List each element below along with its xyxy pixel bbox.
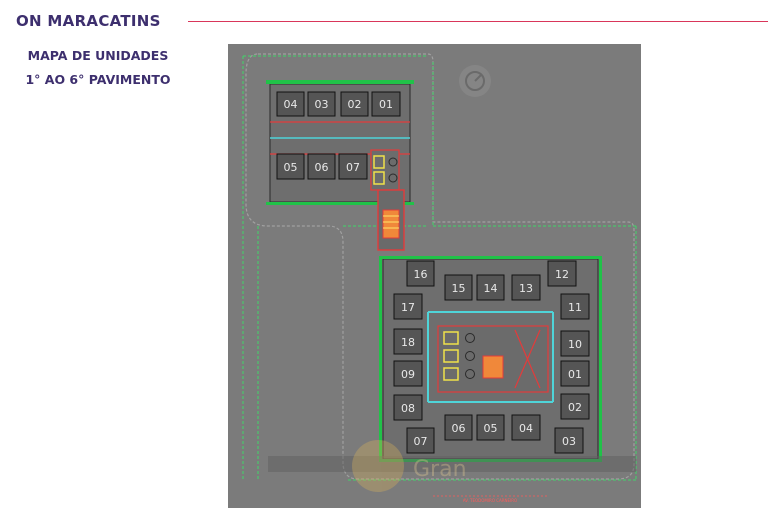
unit-label: 17 bbox=[401, 301, 415, 314]
subtitle-line-1: MAPA DE UNIDADES bbox=[27, 48, 169, 63]
floor-map-heading: MAPA DE UNIDADES 1° AO 6° PAVIMENTO bbox=[0, 44, 196, 92]
unit-label: 07 bbox=[414, 435, 428, 448]
unit-label: 12 bbox=[555, 268, 569, 281]
unit-label: 01 bbox=[379, 98, 393, 111]
parking-strip bbox=[268, 456, 636, 472]
unit-label: 14 bbox=[484, 282, 498, 295]
floor-plan-drawing: 04 03 02 01 05 06 07 16 15 14 13 12 17 1… bbox=[228, 44, 641, 508]
unit-label: 18 bbox=[401, 336, 415, 349]
connector-stair bbox=[377, 189, 405, 251]
floor-plan: 04 03 02 01 05 06 07 16 15 14 13 12 17 1… bbox=[228, 44, 641, 508]
unit-label: 04 bbox=[284, 98, 298, 111]
unit-label: 03 bbox=[562, 435, 576, 448]
road-label: AV. TEODOMIRO CARNEIRO bbox=[463, 498, 517, 503]
subtitle-line-2: 1° AO 6° PAVIMENTO bbox=[25, 72, 171, 87]
unit-label: 03 bbox=[315, 98, 329, 111]
south-units: 16 15 14 13 12 17 11 18 10 09 01 08 02 0… bbox=[393, 260, 590, 454]
unit-label: 04 bbox=[519, 422, 533, 435]
unit-label: 11 bbox=[568, 301, 582, 314]
unit-label: 06 bbox=[315, 161, 329, 174]
unit-label: 13 bbox=[519, 282, 533, 295]
site-outline bbox=[245, 53, 635, 480]
unit-label: 05 bbox=[284, 161, 298, 174]
page-title: ON MARACATINS bbox=[16, 12, 161, 30]
unit-label: 02 bbox=[348, 98, 362, 111]
unit-label: 05 bbox=[484, 422, 498, 435]
unit-label: 08 bbox=[401, 402, 415, 415]
north-units: 04 03 02 01 05 06 07 bbox=[276, 91, 401, 180]
compass-icon bbox=[459, 65, 491, 97]
developer-watermark: Gran bbox=[352, 440, 467, 492]
unit-label: 02 bbox=[568, 401, 582, 414]
unit-label: 16 bbox=[414, 268, 428, 281]
unit-label: 07 bbox=[346, 161, 360, 174]
unit-label: 10 bbox=[568, 338, 582, 351]
unit-label: 09 bbox=[401, 368, 415, 381]
unit-label: 06 bbox=[452, 422, 466, 435]
title-divider bbox=[188, 21, 768, 22]
watermark-text: Gran bbox=[413, 457, 467, 482]
unit-label: 01 bbox=[568, 368, 582, 381]
unit-label: 15 bbox=[452, 282, 466, 295]
